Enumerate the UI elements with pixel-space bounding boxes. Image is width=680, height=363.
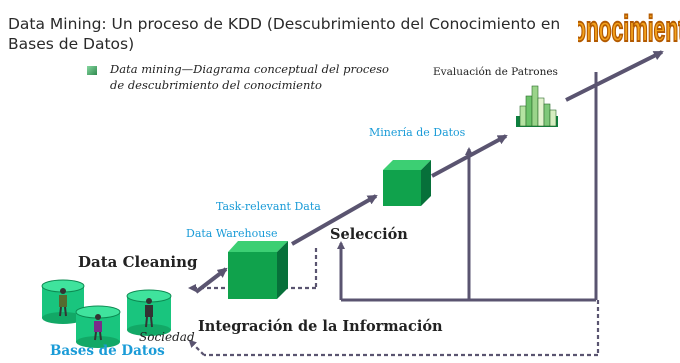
- person-icon: [94, 314, 102, 341]
- bullet-caption: Data mining—Diagrama conceptual del proc…: [110, 62, 389, 92]
- arrow-warehouse-to-task: [291, 194, 378, 246]
- database-cylinder-icon: [75, 305, 121, 348]
- label-task-relevant: Task-relevant Data: [216, 200, 321, 213]
- label-bases: Bases de Datos: [50, 343, 165, 359]
- page-title: Data Mining: Un proceso de KDD (Descubri…: [8, 15, 561, 53]
- label-warehouse: Data Warehouse: [186, 227, 278, 240]
- label-mineria: Minería de Datos: [369, 126, 466, 139]
- bullet-square-icon: [87, 66, 97, 75]
- label-evaluacion: Evaluación de Patrones: [433, 66, 558, 78]
- conocimiento-logo: Conocimiento: [578, 9, 680, 51]
- person-icon: [59, 288, 67, 317]
- arrow-mineria-to-conocimiento: [565, 50, 664, 102]
- label-integracion: Integración de la Información: [198, 318, 443, 335]
- label-cleaning: Data Cleaning: [78, 253, 198, 271]
- person-icon: [145, 298, 153, 328]
- logo-text: Conocimiento: [578, 9, 680, 49]
- label-seleccion: Selección: [330, 226, 408, 243]
- label-sociedad: Sociedad: [139, 330, 195, 344]
- dashed-to-cylinder: [188, 339, 205, 356]
- database-cylinder-icon: [126, 289, 172, 336]
